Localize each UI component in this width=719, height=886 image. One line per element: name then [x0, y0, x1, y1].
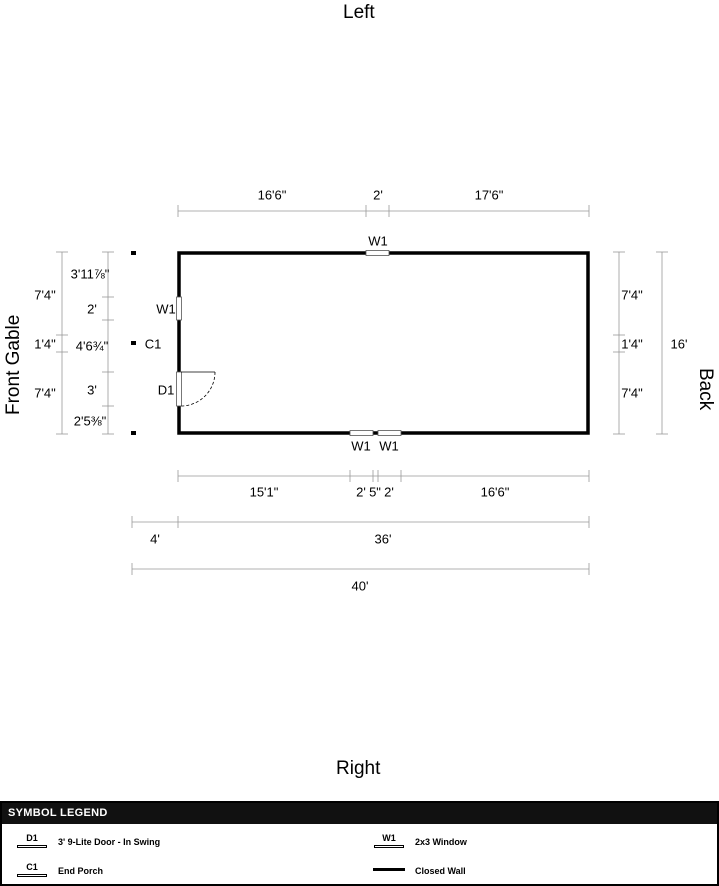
dim-front-outer-2: 1'4" [34, 336, 56, 352]
dim-front-inner-4: 3' [87, 382, 97, 398]
legend-symbol-d1: D1 [16, 833, 48, 849]
legend-symbol-c1: C1 [16, 862, 48, 878]
building-outline [177, 251, 590, 435]
legend-code-d1: D1 [26, 833, 38, 843]
door-d1 [176, 371, 216, 407]
symbol-legend: SYMBOL LEGEND D1 3' 9-Lite Door - In Swi… [0, 801, 719, 886]
label-c1: C1 [144, 336, 162, 352]
dim-top-seg3: 17'6" [474, 187, 504, 203]
window-openings [176, 250, 402, 436]
side-label-right: Right [336, 758, 381, 779]
dim-back-total: 16' [670, 336, 688, 352]
label-w1-left: W1 [156, 301, 176, 317]
legend-label-c1: End Porch [58, 866, 104, 876]
legend-porch-icon [17, 874, 47, 877]
dim-back-2: 1'4" [621, 336, 643, 352]
dim-bottom-seg3: 5" [369, 484, 381, 500]
dim-front-outer-3: 7'4" [34, 385, 56, 401]
legend-title: SYMBOL LEGEND [2, 803, 717, 824]
legend-window-icon [374, 845, 404, 848]
dim-front-inner-3: 4'6¾" [75, 338, 109, 354]
dim-front-inner-1: 3'11⅞" [70, 266, 110, 282]
legend-wall-icon [373, 868, 405, 871]
dim-bottom-seg5: 16'6" [480, 484, 510, 500]
legend-symbol-w1: W1 [373, 833, 405, 849]
dim-front-inner-2: 2' [87, 301, 97, 317]
dim-overall-length: 40' [351, 578, 369, 594]
window-top [365, 250, 390, 256]
side-label-left: Left [343, 2, 375, 23]
porch-posts [131, 251, 136, 435]
legend-label-w1: 2x3 Window [415, 837, 467, 847]
dim-bottom-seg4: 2' [384, 484, 394, 500]
dim-front-inner-5: 2'5⅜" [73, 413, 107, 429]
legend-code-c1: C1 [26, 862, 38, 872]
label-w1-top: W1 [368, 233, 388, 249]
dim-top-seg2: 2' [373, 187, 383, 203]
dim-bottom-seg1: 15'1" [249, 484, 279, 500]
dim-top-seg1: 16'6" [257, 187, 287, 203]
dim-front-outer-1: 7'4" [34, 287, 56, 303]
window-bottom-a [349, 430, 374, 436]
legend-symbol-wall [373, 862, 405, 878]
label-w1-bottom-a: W1 [351, 438, 371, 454]
dim-building-length: 36' [374, 531, 392, 547]
window-bottom-b [377, 430, 402, 436]
floor-plan [56, 205, 668, 575]
label-d1: D1 [157, 382, 175, 398]
legend-label-d1: 3' 9-Lite Door - In Swing [58, 837, 161, 847]
legend-label-wall: Closed Wall [415, 866, 466, 876]
legend-door-icon [17, 845, 47, 848]
dim-porch-depth: 4' [150, 531, 160, 547]
dim-back-1: 7'4" [621, 287, 643, 303]
label-w1-bottom-b: W1 [379, 438, 399, 454]
dim-back-3: 7'4" [621, 385, 643, 401]
dim-bottom-seg2: 2' [356, 484, 366, 500]
window-left [176, 296, 182, 321]
dimension-lines [56, 205, 668, 575]
legend-code-w1: W1 [382, 833, 396, 843]
